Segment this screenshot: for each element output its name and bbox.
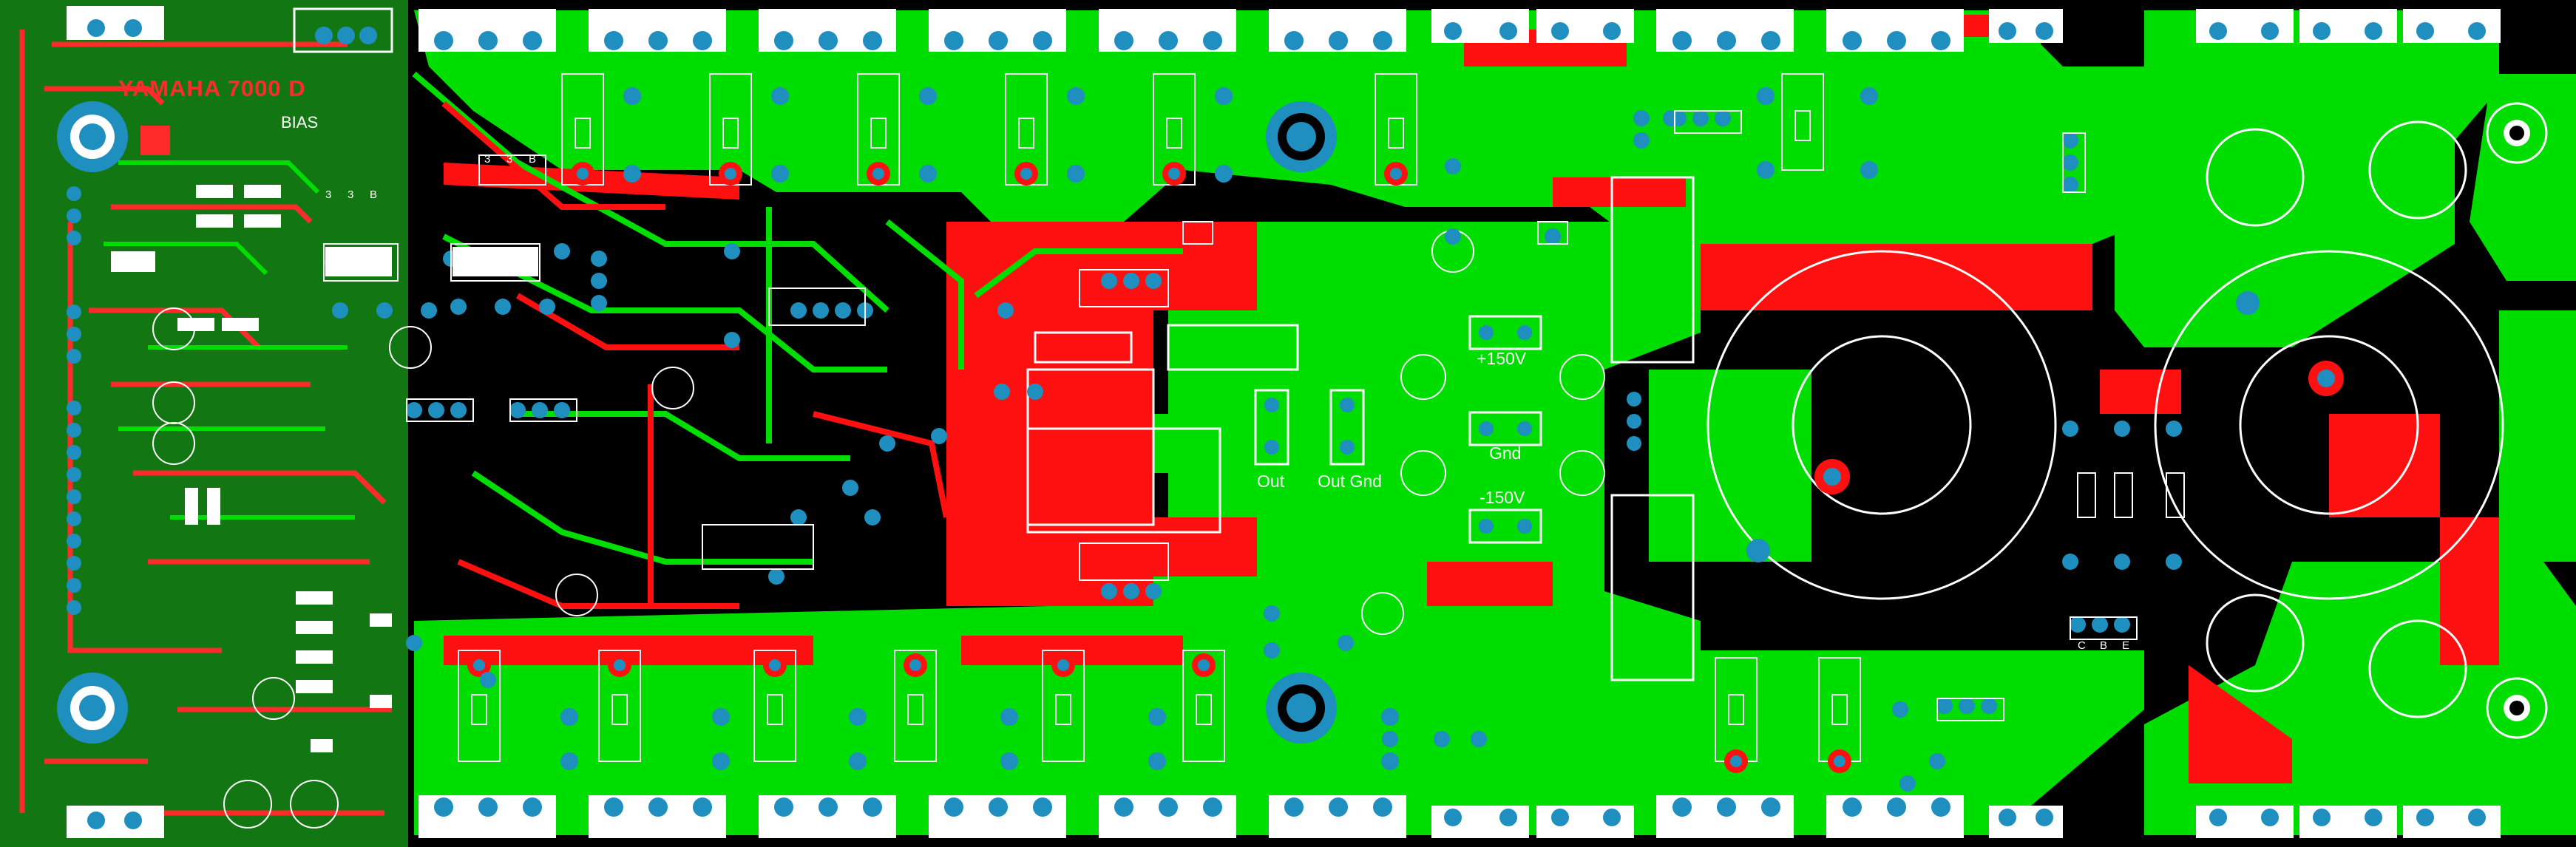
resistor-pads	[467, 87, 1878, 773]
pin-label: B	[370, 188, 378, 201]
pin-label: B	[2100, 639, 2108, 652]
pin-label: E	[2122, 639, 2130, 652]
board-title: YAMAHA 7000 D	[118, 75, 306, 101]
pin-label: 3	[484, 153, 491, 166]
output-connector-pads	[1264, 325, 1532, 534]
filter-capacitor-outlines	[1706, 120, 2504, 718]
pin-label: C	[2078, 639, 2086, 652]
signal-green-traces	[412, 71, 1183, 565]
output-section-silkscreen	[1026, 176, 1695, 681]
pin-label: 3	[506, 153, 513, 166]
control-board-red-traces	[19, 30, 392, 816]
minus-150v-label: -150V	[1479, 488, 1525, 507]
control-board-pads	[67, 186, 81, 615]
out-gnd-label: Out Gnd	[1318, 472, 1382, 491]
pin-label: 3	[348, 188, 354, 201]
emitter-resistors	[458, 73, 1861, 762]
gnd-label: Gnd	[1489, 443, 1522, 463]
component-pads	[67, 110, 2182, 792]
mounting-holes	[57, 101, 2548, 744]
pin-label: B	[529, 153, 537, 166]
filter-capacitor-pads	[1746, 291, 2344, 562]
plus-150v-label: +150V	[1477, 349, 1527, 368]
control-board-green-traces	[104, 160, 355, 520]
output-connector-outlines	[1254, 315, 1542, 544]
header-pads	[87, 19, 2486, 829]
driver-blocks	[325, 247, 538, 276]
control-board-silk-blocks	[111, 185, 392, 752]
bias-label: BIAS	[281, 113, 319, 132]
out-label: Out	[1257, 472, 1285, 491]
bias-pot	[140, 126, 170, 155]
component-outlines	[323, 110, 2185, 721]
pin-label: 3	[325, 188, 332, 201]
